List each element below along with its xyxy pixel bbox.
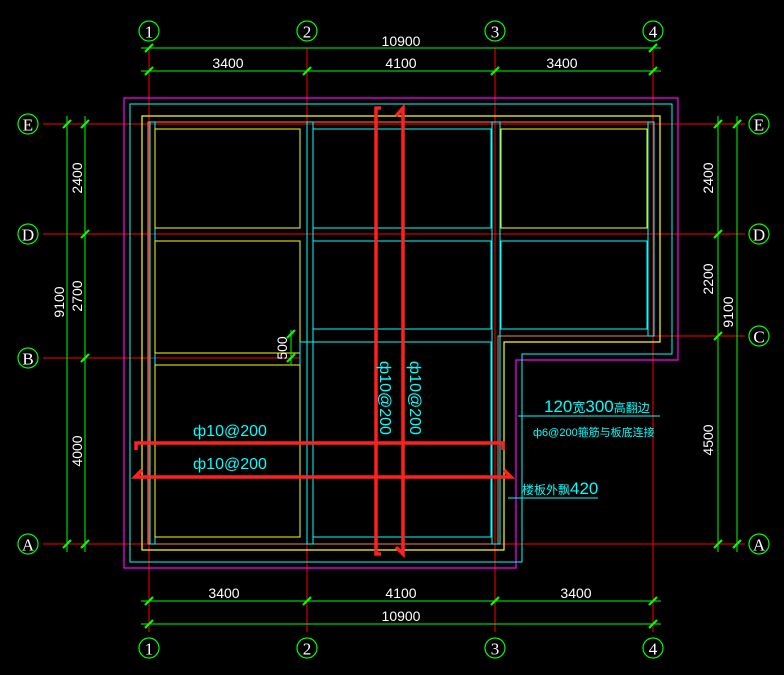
slab-edge-outer (141, 115, 661, 551)
panel-D3 (500, 240, 648, 330)
axis-label-left-D: D (22, 226, 34, 245)
panel-D1 (154, 240, 301, 354)
axis-label-top-2: 2 (303, 23, 312, 42)
rebar-vertical-2 (394, 103, 405, 559)
rebar-horizontal-2 (130, 468, 516, 479)
axis-label-bottom-4: 4 (649, 640, 658, 659)
dim-left-total: 9100 (51, 286, 67, 317)
axis-label-right-C: C (753, 328, 764, 347)
slab-overhang-note: 楼板外飘420 (508, 479, 598, 499)
dim-left-seg-3: 4000 (69, 435, 85, 466)
dim-bottom-total: 10900 (382, 608, 421, 624)
axis-labels: 1 2 3 4 1 2 3 4 E D B A E D C A (22, 23, 766, 659)
note-beam-width: 120 (544, 397, 572, 416)
panel-E1 (154, 128, 301, 229)
note-beam-suffix: 高翻边 (614, 400, 650, 415)
outer-outline (123, 97, 679, 569)
dim-right-seg-2: 2200 (700, 263, 716, 294)
axis-bubbles (17, 20, 770, 659)
dimension-texts: 10900 3400 4100 3400 3400 4100 3400 1090… (51, 33, 736, 624)
rebar-label-v2: ф10@200 (406, 361, 423, 435)
overhang-outline (129, 103, 673, 563)
rebar-horizontal-1 (134, 441, 505, 450)
panel-E3 (500, 128, 648, 229)
upturn-beam-note: 120宽300高翻边 ф6@200箍筋与板底连接 (518, 397, 660, 439)
rebar-label-h2: ф10@200 (193, 456, 267, 473)
axis-label-bottom-3: 3 (491, 640, 500, 659)
svg-text:120宽300高翻边: 120宽300高翻边 (544, 397, 650, 416)
note-overhang-label: 楼板外飘 (522, 482, 570, 497)
axis-label-right-D: D (753, 226, 765, 245)
axis-label-top-1: 1 (145, 23, 154, 42)
dimension-lines (66, 47, 738, 625)
axis-label-top-4: 4 (649, 23, 658, 42)
axis-label-bottom-2: 2 (303, 640, 312, 659)
dim-top-total: 10900 (382, 33, 421, 49)
dim-top-seg-2: 4100 (385, 55, 416, 71)
rebar-vertical-1 (374, 106, 381, 556)
dim-offset-500: 500 (274, 336, 290, 360)
rebar-label-v1: ф10@200 (376, 361, 393, 435)
axis-label-left-B: B (22, 350, 33, 369)
axis-label-top-3: 3 (491, 23, 500, 42)
dim-left-seg-1: 2400 (69, 162, 85, 193)
dim-right-seg-3: 4500 (700, 424, 716, 455)
dim-left-seg-2: 2700 (69, 280, 85, 311)
axis-label-left-A: A (22, 536, 35, 555)
note-beam-height: 300 (585, 397, 613, 416)
axis-label-left-E: E (23, 116, 33, 135)
note-overhang-value: 420 (570, 479, 598, 498)
dim-bottom-seg-3: 3400 (560, 585, 591, 601)
dim-right-seg-1: 2400 (700, 162, 716, 193)
rebar-lines (130, 103, 516, 559)
axis-label-right-E: E (754, 116, 764, 135)
note-beam-width-char: 宽 (572, 400, 585, 415)
svg-text:楼板外飘420: 楼板外飘420 (522, 479, 598, 498)
note-beam-stirrup: ф6@200箍筋与板底连接 (533, 425, 655, 439)
dimension-ticks (62, 43, 742, 629)
axis-label-bottom-1: 1 (145, 640, 154, 659)
cutout-step (299, 341, 313, 365)
axis-label-right-A: A (753, 536, 766, 555)
dim-top-seg-3: 3400 (546, 55, 577, 71)
dim-bottom-seg-1: 3400 (208, 585, 239, 601)
rebar-label-h1: ф10@200 (193, 423, 267, 440)
panel-B1 (154, 364, 301, 538)
dim-top-seg-1: 3400 (212, 55, 243, 71)
dim-bottom-seg-2: 4100 (385, 585, 416, 601)
dim-right-total: 9100 (720, 296, 736, 327)
